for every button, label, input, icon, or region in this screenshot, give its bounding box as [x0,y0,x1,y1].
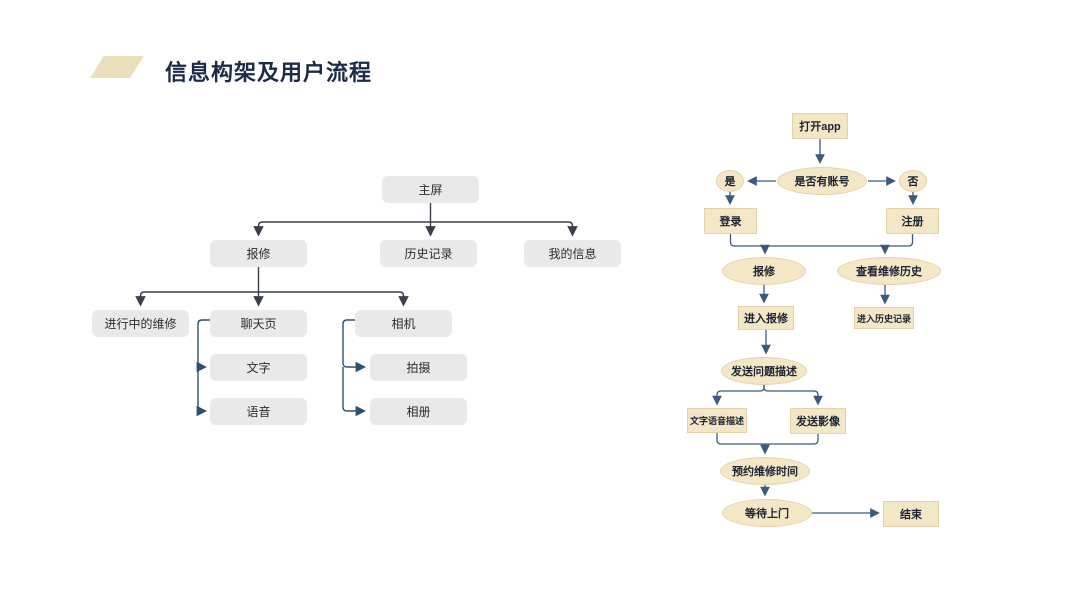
flow-node-send-problem-desc: 发送问题描述 [721,357,807,385]
sitemap-node-voice: 语音 [210,398,307,425]
sitemap-node-label: 进行中的维修 [104,317,177,331]
sitemap-node-label: 历史记录 [404,247,453,261]
sitemap-node-label: 聊天页 [240,317,277,331]
flow-node-open-app: 打开app [792,113,848,139]
flow-node-repair: 报修 [722,257,806,285]
flow-node-end: 结束 [883,501,939,527]
flow-node-label: 文字语音描述 [689,416,744,426]
flow-node-label: 预约维修时间 [732,466,798,478]
sitemap-node-label: 报修 [246,247,271,261]
sitemap-node-repair: 报修 [210,240,307,267]
flow-node-label: 打开app [799,121,841,133]
flow-node-label: 进入历史记录 [856,313,911,324]
flow-node-send-media: 发送影像 [790,408,846,434]
sitemap-node-my-info: 我的信息 [524,240,621,267]
flow-node-label: 是否有账号 [794,176,850,188]
flow-connectors [712,139,918,518]
flow-node-yes: 是 [716,170,744,192]
flow-node-label: 登录 [719,216,742,228]
sitemap-node-shoot: 拍摄 [370,354,467,381]
connector-chat-text [196,319,210,373]
flow-node-enter-history: 进入历史记录 [854,307,914,329]
flow-node-label: 进入报修 [744,313,788,325]
flow-node-view-repair-history: 查看维修历史 [837,257,941,285]
sitemap-node-label: 语音 [246,405,271,419]
flow-node-register: 注册 [886,208,939,234]
page-title: 信息构架及用户流程 [165,60,373,85]
connector-desc-merge [716,433,819,445]
flow-node-label: 否 [907,176,919,188]
connector-home-repair [253,221,431,237]
sitemap-node-camera: 相机 [355,310,452,337]
flow-node-label: 报修 [753,266,775,278]
connector-home-myinfo [430,221,578,237]
sitemap-node-home: 主屏 [382,176,479,203]
flow-node-login: 登录 [704,208,757,234]
sitemap-node-album: 相册 [370,398,467,425]
sitemap-side-connectors [196,319,367,417]
flow-node-label: 查看维修历史 [856,266,922,278]
flow-node-label: 等待上门 [745,508,789,520]
flow-node-label: 结束 [900,509,922,521]
flow-node-no: 否 [899,170,927,192]
flow-node-schedule-time: 预约维修时间 [720,457,810,485]
sitemap-node-label: 相机 [391,317,416,331]
connector-senddesc-sendmedia [763,385,823,406]
sitemap-node-text: 文字 [210,354,307,381]
sitemap-tree-connectors [135,203,578,307]
sitemap-node-chat-page: 聊天页 [210,310,307,337]
connector-chat-voice [196,367,208,417]
flow-node-label: 注册 [901,216,924,228]
flow-node-wait-visit: 等待上门 [722,499,812,527]
sitemap-node-history: 历史记录 [380,240,477,267]
connector-senddesc-textvoice [712,385,765,406]
sitemap-node-label: 我的信息 [548,247,597,261]
connector-camera-shoot [342,319,367,373]
sitemap-node-label: 相册 [406,405,431,419]
flow-node-label: 发送影像 [796,416,840,428]
flow-node-enter-repair: 进入报修 [738,306,794,330]
sitemap-node-ongoing-repair: 进行中的维修 [92,310,189,337]
flow-node-label: 发送问题描述 [731,366,797,378]
flow-node-label: 是 [724,176,736,188]
connector-camera-album [342,367,367,417]
connector-repair-ongoing [135,291,259,307]
connector-login-register-merge [729,234,914,247]
flow-node-text-voice-desc: 文字语音描述 [687,408,747,433]
flow-node-has-account: 是否有账号 [777,167,867,195]
connector-repair-camera [258,291,409,307]
sitemap-node-label: 文字 [246,361,271,375]
sitemap-node-label: 拍摄 [406,361,431,375]
sitemap-node-label: 主屏 [418,183,443,197]
